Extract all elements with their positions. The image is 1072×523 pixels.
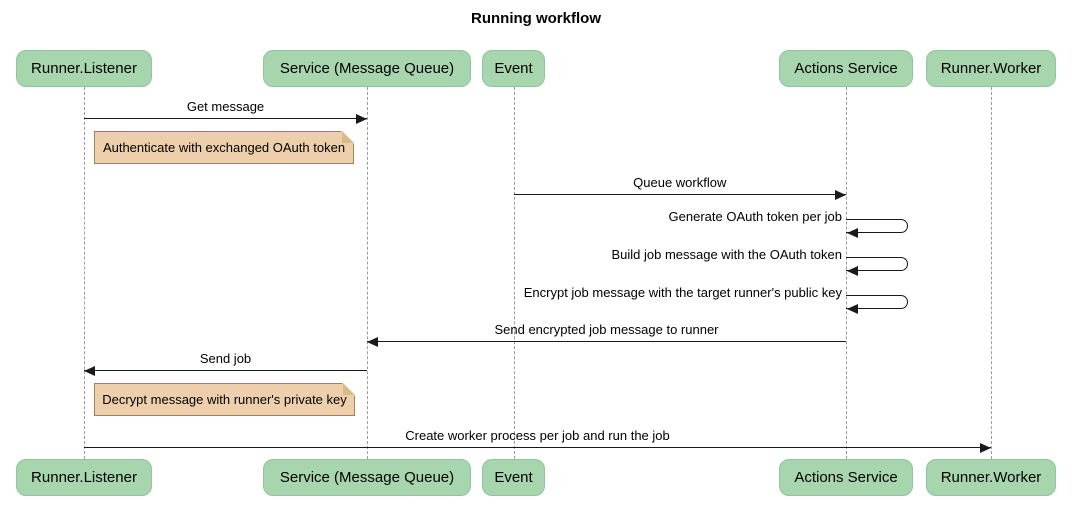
actor-bottom-runner-listener: Runner.Listener (16, 459, 152, 496)
self-message-label: Encrypt job message with the target runn… (523, 285, 842, 300)
message-arrow-line (367, 341, 846, 342)
actor-bottom-event: Event (482, 459, 545, 496)
actor-bottom-runner-worker: Runner.Worker (926, 459, 1056, 496)
actor-top-actions-service: Actions Service (779, 50, 913, 87)
arrowhead-left-icon (847, 304, 858, 314)
actor-top-event: Event (482, 50, 545, 87)
actor-top-runner-worker: Runner.Worker (926, 50, 1056, 87)
message-arrow-line (84, 370, 367, 371)
arrowhead-right-icon (980, 443, 991, 453)
lifeline-event (513, 87, 515, 459)
diagram-title: Running workflow (471, 10, 601, 27)
note: Authenticate with exchanged OAuth token (94, 131, 354, 164)
note: Decrypt message with runner's private ke… (94, 383, 355, 416)
message-arrow-line (84, 118, 367, 119)
arrowhead-left-icon (84, 366, 95, 376)
message-arrow-line (513, 194, 846, 195)
lifeline-service-mq (367, 87, 368, 459)
self-message-label: Generate OAuth token per job (668, 209, 842, 224)
message-label: Get message (186, 99, 265, 114)
actor-bottom-actions-service: Actions Service (779, 459, 913, 496)
lifeline-actions-service (846, 87, 847, 459)
arrowhead-left-icon (367, 337, 378, 347)
message-arrow-line (84, 447, 991, 448)
self-message-loop (846, 257, 908, 271)
arrowhead-right-icon (835, 190, 846, 200)
message-label: Queue workflow (633, 175, 727, 190)
arrowhead-right-icon (356, 114, 367, 124)
arrowhead-left-icon (847, 228, 858, 238)
arrowhead-left-icon (847, 266, 858, 276)
message-label: Send job (199, 351, 252, 366)
self-message-loop (846, 295, 908, 309)
self-message-loop (846, 219, 908, 233)
lifeline-runner-listener (84, 87, 85, 459)
actor-top-runner-listener: Runner.Listener (16, 50, 152, 87)
actor-bottom-service-mq: Service (Message Queue) (263, 459, 471, 496)
actor-top-service-mq: Service (Message Queue) (263, 50, 471, 87)
self-message-label: Build job message with the OAuth token (611, 247, 842, 262)
message-label: Send encrypted job message to runner (494, 322, 719, 337)
lifeline-runner-worker (991, 87, 992, 459)
message-label: Create worker process per job and run th… (405, 428, 670, 443)
